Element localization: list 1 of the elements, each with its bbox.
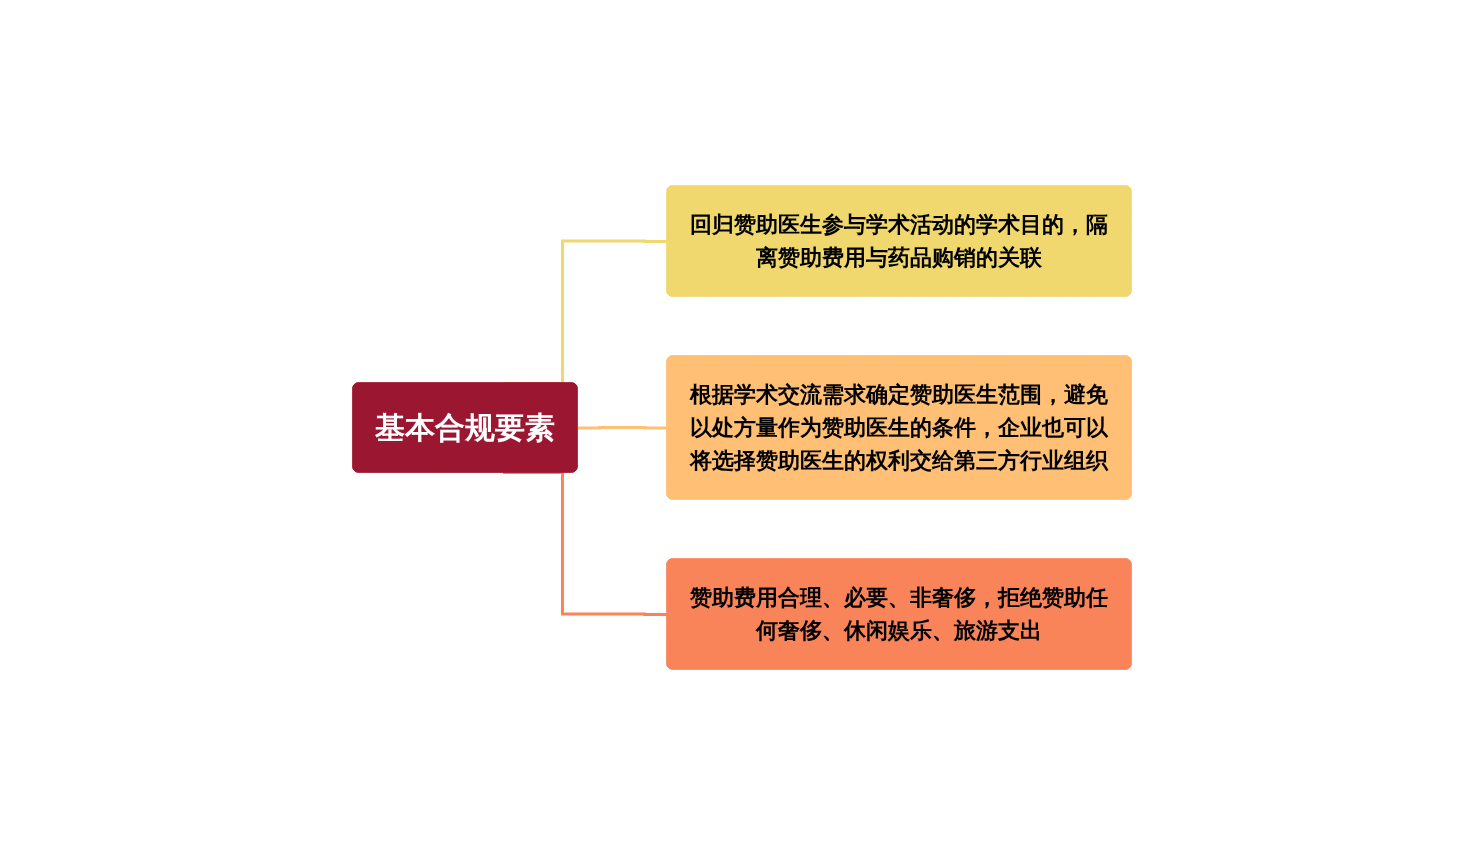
connector (577, 426, 668, 430)
